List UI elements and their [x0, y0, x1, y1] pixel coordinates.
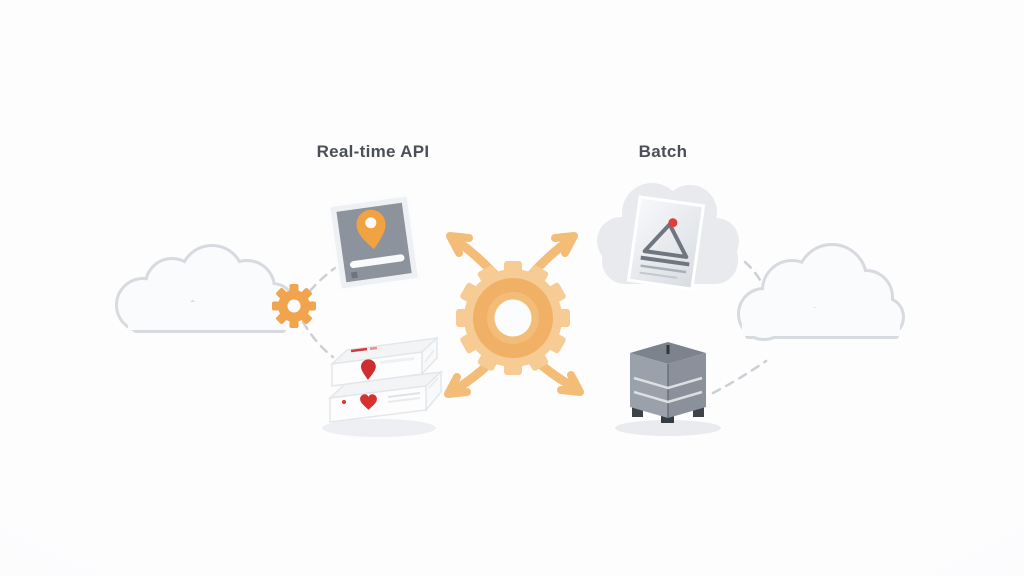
label-batch: Batch: [638, 142, 688, 161]
right-cloud-icon: [737, 243, 905, 341]
arrowhead-upper-left: [446, 232, 473, 257]
map-pin-icon: [356, 209, 386, 250]
tablet-search-bar: [349, 254, 405, 269]
books-shadow: [322, 419, 436, 437]
heart-icon: [360, 394, 377, 410]
server-shadow: [615, 420, 721, 436]
book-top: [329, 336, 440, 387]
book-red-title: [350, 347, 368, 353]
tablet-button: [351, 271, 358, 279]
dash-cloud-to-rightcloud: [743, 260, 762, 282]
arrowhead-upper-right: [551, 232, 578, 257]
dash-gear-to-tablet: [308, 264, 340, 293]
red-dot: [668, 218, 678, 228]
realtime-tablet-map-pin-icon: [327, 193, 421, 292]
ingest-gear-icon: [272, 284, 316, 328]
batch-cloud-document-icon: [597, 183, 739, 291]
book-bottom: [327, 370, 444, 423]
books-stack-icon: [322, 336, 444, 437]
dash-gear-to-books: [301, 320, 335, 359]
document-card-icon: [626, 195, 706, 291]
server-cabinet-icon: [615, 342, 721, 436]
pin-marker-icon: [360, 359, 376, 380]
mountain-triangle-icon: [642, 222, 689, 259]
left-cloud-icon: [115, 244, 297, 333]
arrowhead-lower-left: [444, 373, 471, 398]
label-realtime-api: Real-time API: [316, 142, 430, 161]
process-gear-icon: [456, 261, 570, 375]
connector-dashes: [301, 260, 768, 395]
dash-server-to-rightcloud: [711, 359, 768, 395]
arrowhead-lower-right: [557, 371, 584, 396]
